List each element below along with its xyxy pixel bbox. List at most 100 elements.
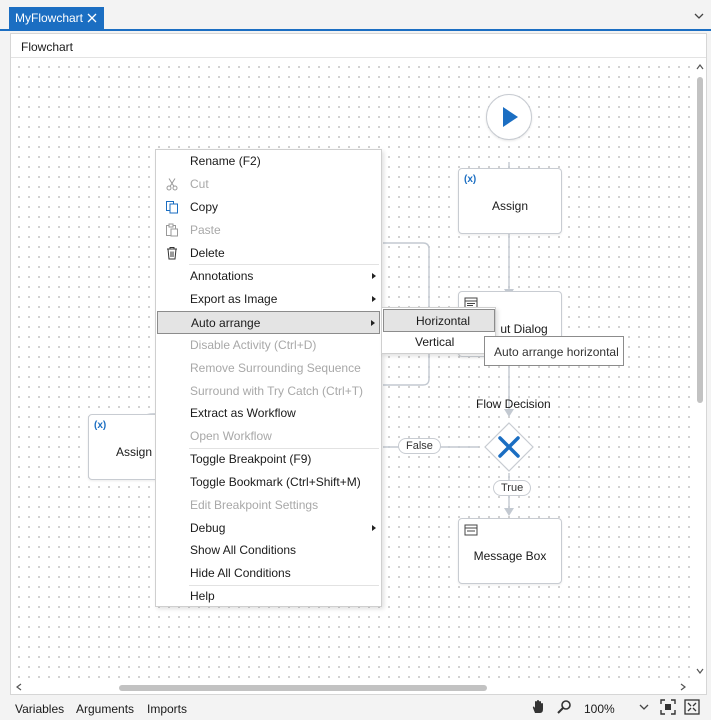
menu-item-label: Surround with Try Catch (Ctrl+T) [190, 384, 364, 398]
vertical-scrollbar[interactable] [693, 59, 706, 682]
menu-item-label: Delete [190, 246, 225, 260]
menu-item-help[interactable]: Help [157, 585, 380, 608]
activity-label: ut Dialog [500, 322, 548, 336]
menu-item-label: Export as Image [190, 292, 278, 306]
menu-item-annotations[interactable]: Annotations [157, 265, 380, 288]
menu-separator [189, 448, 379, 449]
trash-icon [167, 247, 177, 260]
submenu-arrow-icon [372, 525, 376, 531]
breadcrumb[interactable]: Flowchart [11, 34, 706, 58]
menu-item-extract-as-workflow[interactable]: Extract as Workflow [157, 402, 380, 425]
menu-item-hide-all-conditions[interactable]: Hide All Conditions [157, 562, 380, 585]
menu-item-auto-arrange[interactable]: Auto arrange [157, 311, 380, 334]
menu-item-export-as-image[interactable]: Export as Image [157, 288, 380, 311]
menu-item-paste: Paste [157, 219, 380, 242]
menu-item-edit-breakpoint-settings: Edit Breakpoint Settings [157, 494, 380, 517]
menu-item-copy[interactable]: Copy [157, 196, 380, 219]
menu-item-label: Open Workflow [190, 429, 272, 443]
menu-item-label: Copy [190, 200, 219, 214]
tab-variables[interactable]: Variables [15, 702, 65, 716]
message-box-activity[interactable]: Message Box [458, 518, 562, 584]
tooltip: Auto arrange horizontal [484, 336, 624, 366]
menu-item-label: Remove Surrounding Sequence [190, 361, 361, 375]
true-branch-label[interactable]: True [493, 480, 532, 496]
menu-item-cut: Cut [157, 173, 380, 196]
fit-to-screen-icon[interactable] [660, 699, 676, 715]
menu-item-debug[interactable]: Debug [157, 517, 380, 540]
tooltip-text: Auto arrange horizontal [494, 345, 619, 359]
menu-item-label: Paste [190, 223, 221, 237]
copy-icon [166, 201, 178, 214]
tab-arguments[interactable]: Arguments [76, 702, 135, 716]
close-icon[interactable] [85, 11, 99, 25]
assign-activity-top[interactable]: (x) Assign [458, 168, 562, 234]
horizontal-scrollbar[interactable] [11, 680, 694, 694]
menu-item-label: Toggle Bookmark (Ctrl+Shift+M) [190, 475, 361, 489]
menu-item-vertical[interactable]: Vertical [383, 331, 495, 354]
menu-item-label: Cut [190, 177, 209, 191]
menu-item-show-all-conditions[interactable]: Show All Conditions [157, 539, 380, 562]
menu-item-horizontal[interactable]: Horizontal [383, 309, 495, 332]
chevron-down-icon[interactable] [693, 10, 705, 22]
menu-item-label: Hide All Conditions [190, 566, 291, 580]
menu-item-label: Rename (F2) [190, 154, 261, 168]
activity-label: Assign [491, 199, 529, 213]
search-zoom-icon[interactable] [556, 699, 572, 715]
breadcrumb-flowchart[interactable]: Flowchart [21, 40, 74, 54]
menu-item-disable-activity: Disable Activity (Ctrl+D) [157, 334, 380, 357]
flow-decision[interactable] [484, 422, 534, 472]
menu-item-remove-surrounding-sequence: Remove Surrounding Sequence [157, 357, 380, 380]
vertical-scroll-thumb[interactable] [697, 77, 703, 403]
scroll-up-icon[interactable] [694, 61, 706, 73]
play-icon [503, 107, 518, 127]
horizontal-scroll-thumb[interactable] [119, 685, 487, 691]
submenu-arrow-icon [371, 320, 375, 326]
variable-icon: (x) [464, 174, 477, 185]
message-icon [464, 524, 478, 536]
tab-title: MyFlowchart [15, 11, 84, 25]
menu-item-rename[interactable]: Rename (F2) [157, 150, 380, 173]
chevron-down-icon[interactable] [636, 699, 652, 715]
menu-item-surround-try-catch: Surround with Try Catch (Ctrl+T) [157, 380, 380, 403]
overview-icon[interactable] [684, 699, 700, 715]
menu-item-toggle-bookmark[interactable]: Toggle Bookmark (Ctrl+Shift+M) [157, 471, 380, 494]
activity-label: Message Box [473, 549, 547, 563]
variable-icon: (x) [94, 420, 107, 431]
scroll-left-icon[interactable] [13, 681, 25, 693]
menu-item-label: Horizontal [416, 314, 471, 328]
document-tabstrip: MyFlowchart [0, 0, 711, 31]
activity-label: Assign [115, 445, 153, 459]
hand-pan-icon[interactable] [530, 699, 546, 715]
menu-item-label: Edit Breakpoint Settings [190, 498, 319, 512]
menu-item-label: Annotations [190, 269, 254, 283]
menu-item-delete[interactable]: Delete [157, 242, 380, 265]
tab-imports[interactable]: Imports [147, 702, 188, 716]
menu-item-label: Auto arrange [191, 316, 261, 330]
zoom-level[interactable]: 100% [584, 702, 615, 716]
menu-item-label: Disable Activity (Ctrl+D) [190, 338, 317, 352]
auto-arrange-submenu: Horizontal Vertical [381, 307, 496, 354]
context-menu: Rename (F2) Cut Copy Paste Delete Annota… [155, 149, 382, 607]
scissors-icon [166, 178, 178, 191]
menu-item-label: Extract as Workflow [190, 406, 296, 420]
menu-item-label: Show All Conditions [190, 543, 297, 557]
false-branch-label[interactable]: False [398, 438, 441, 454]
menu-item-label: Help [190, 589, 215, 603]
submenu-arrow-icon [372, 273, 376, 279]
menu-item-toggle-breakpoint[interactable]: Toggle Breakpoint (F9) [157, 448, 380, 471]
submenu-arrow-icon [372, 296, 376, 302]
flow-decision-label: Flow Decision [476, 397, 551, 411]
decision-x-icon [484, 422, 534, 472]
start-node[interactable] [486, 94, 532, 140]
menu-separator [189, 585, 379, 586]
menu-item-label: Debug [190, 521, 226, 535]
menu-separator [189, 264, 379, 265]
scroll-down-icon[interactable] [694, 665, 706, 677]
menu-item-open-workflow: Open Workflow [157, 425, 380, 448]
paste-icon [166, 223, 178, 237]
status-bar: Variables Arguments Imports 100% [0, 695, 711, 720]
tab-myflowchart[interactable]: MyFlowchart [9, 7, 104, 29]
menu-item-label: Toggle Breakpoint (F9) [190, 452, 312, 466]
scroll-right-icon[interactable] [677, 681, 689, 693]
menu-item-label: Vertical [415, 335, 455, 349]
